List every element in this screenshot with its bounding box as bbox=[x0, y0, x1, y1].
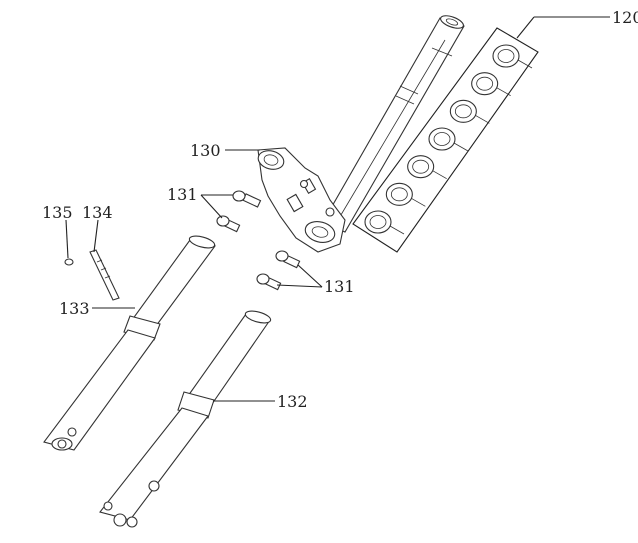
leader-lines bbox=[65, 149, 323, 402]
bearing-ring bbox=[492, 44, 520, 68]
bearing-ring-inner bbox=[369, 215, 387, 229]
bearing-ring bbox=[385, 182, 413, 206]
bearing-rings bbox=[364, 44, 533, 235]
bearing-ring bbox=[471, 72, 499, 96]
steering-stem bbox=[322, 15, 465, 233]
bolt-lower-1 bbox=[275, 250, 301, 269]
bearing-ring-inner bbox=[390, 187, 408, 202]
bearing-ring-inner bbox=[476, 76, 494, 91]
bearing-ring-leader bbox=[496, 87, 511, 97]
bearing-kit bbox=[352, 16, 610, 253]
bearing-ring bbox=[428, 127, 456, 151]
bearing-ring-leader bbox=[389, 225, 405, 235]
label-bolts-lower: 131 bbox=[324, 277, 355, 296]
bolt-upper-2 bbox=[216, 215, 241, 233]
bearing-ring bbox=[407, 155, 435, 179]
label-pin: 134 bbox=[82, 203, 113, 222]
bearing-ring-inner bbox=[497, 49, 515, 63]
label-bearing-kit: 120 bbox=[612, 8, 638, 27]
screw bbox=[64, 258, 74, 266]
bearing-ring-inner bbox=[433, 132, 451, 146]
bearing-ring-leader bbox=[453, 142, 469, 152]
bearing-ring-leader bbox=[475, 114, 490, 124]
label-triple-clamp: 130 bbox=[190, 141, 221, 160]
triple-clamp bbox=[257, 147, 346, 253]
bearing-ring bbox=[449, 99, 477, 123]
bearing-ring bbox=[364, 210, 392, 234]
fork-left bbox=[43, 235, 216, 451]
bearing-ring-leader bbox=[411, 197, 426, 207]
bolt-lower-2 bbox=[256, 273, 282, 291]
label-fork-right: 132 bbox=[277, 392, 308, 411]
bearing-ring-leader bbox=[432, 170, 447, 180]
bolt-upper-1 bbox=[232, 190, 262, 208]
bearing-ring-leader bbox=[517, 59, 533, 69]
bearing-ring-inner bbox=[454, 104, 472, 119]
label-screw: 135 bbox=[42, 203, 73, 222]
pin bbox=[89, 249, 120, 301]
label-fork-left: 133 bbox=[59, 299, 90, 318]
bearing-ring-inner bbox=[412, 159, 430, 174]
fork-right bbox=[99, 310, 272, 528]
label-bolts-upper: 131 bbox=[167, 185, 198, 204]
